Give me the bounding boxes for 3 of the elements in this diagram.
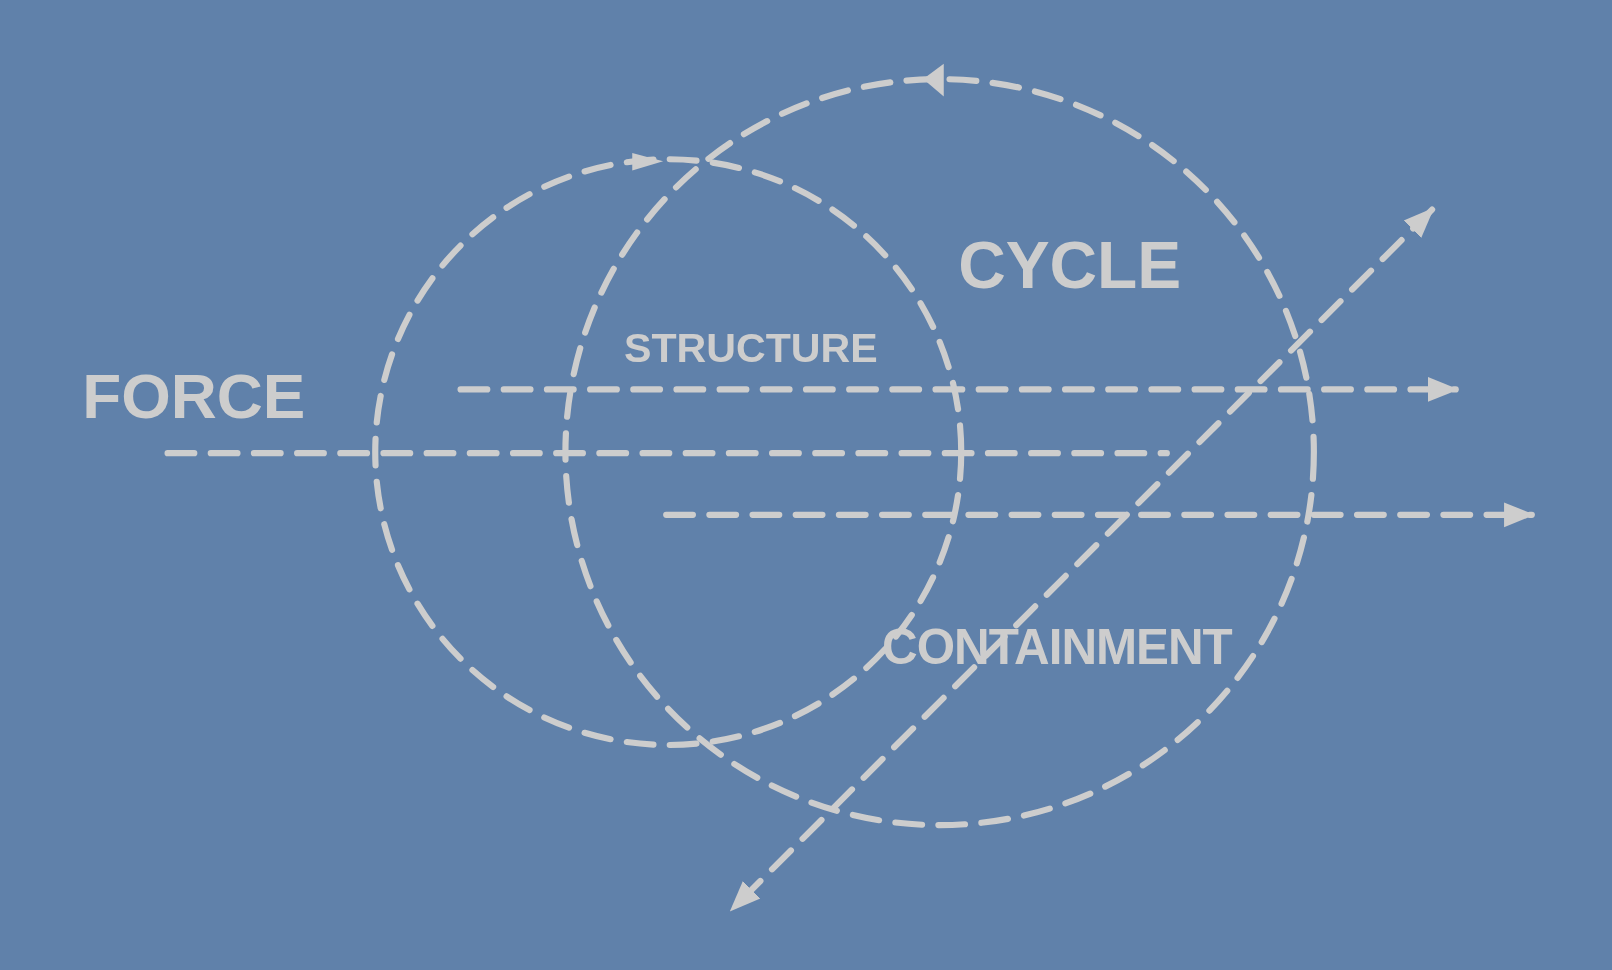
- concept-label: STRUCTURE: [624, 326, 878, 368]
- concept-label: FORCE: [82, 364, 306, 429]
- concept-label: CYCLE: [958, 232, 1182, 298]
